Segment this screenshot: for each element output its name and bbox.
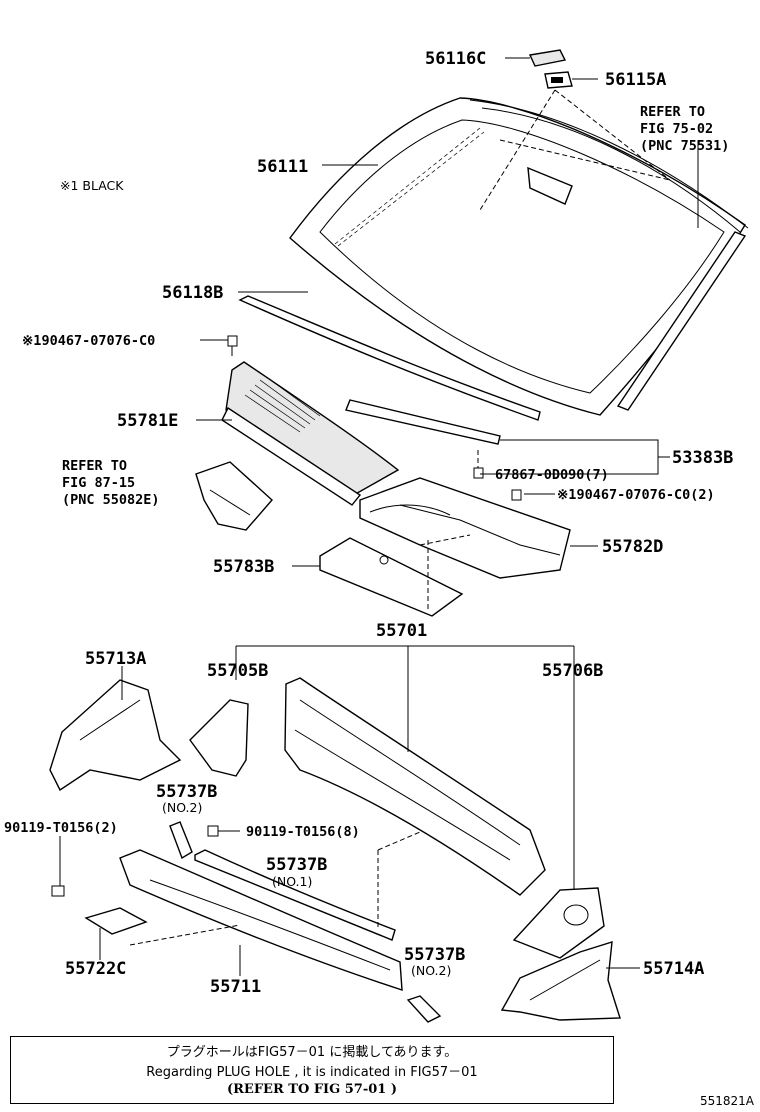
label-refer2-line3: (PNC 55082E) bbox=[62, 492, 160, 508]
clip-55737b-no2-lower bbox=[406, 995, 442, 1023]
label-55722c: 55722C bbox=[65, 959, 126, 979]
label-56111: 56111 bbox=[257, 157, 308, 177]
label-refer1-line1: REFER TO bbox=[640, 104, 705, 120]
bracket-55706b bbox=[512, 887, 605, 959]
label-56118b: 56118B bbox=[162, 283, 223, 303]
label-no2-b: (NO.2) bbox=[411, 963, 451, 978]
clip-55737b-no2-upper bbox=[169, 821, 193, 860]
windshield-molding bbox=[469, 99, 749, 233]
note-line-refer: (REFER TO FIG 57-01 ) bbox=[226, 1082, 398, 1097]
label-55705b: 55705B bbox=[207, 661, 268, 681]
label-55711: 55711 bbox=[210, 977, 261, 997]
bolt-90119-right bbox=[207, 825, 219, 837]
windshield-strip-56118b bbox=[238, 295, 541, 421]
mirror-base-56115a bbox=[544, 71, 573, 89]
label-55713a: 55713A bbox=[85, 649, 146, 669]
label-55781e: 55781E bbox=[117, 411, 178, 431]
bracket-55705b bbox=[189, 699, 249, 777]
clip-left bbox=[227, 335, 238, 356]
crossmember-55711 bbox=[119, 849, 403, 991]
bracket-55082e bbox=[195, 461, 273, 531]
nut-67867 bbox=[473, 450, 484, 479]
dash-panel-55701 bbox=[284, 677, 546, 896]
label-67867: 67867-0D090(7) bbox=[495, 467, 609, 483]
label-90119-left: 90119-T0156(2) bbox=[4, 820, 118, 836]
plug-hole-note: プラグホールはFIG57－01 に掲載してあります。 Regarding PLU… bbox=[10, 1036, 614, 1104]
label-56115a: 56115A bbox=[605, 70, 666, 90]
label-no1: (NO.1) bbox=[272, 874, 312, 889]
bolt-90119-left bbox=[51, 885, 65, 897]
label-55782d: 55782D bbox=[602, 537, 663, 557]
note-line-japanese: プラグホールはFIG57－01 に掲載してあります。 bbox=[166, 1045, 458, 1060]
side-panel-55714a bbox=[500, 941, 621, 1021]
label-90119-right: 90119-T0156(8) bbox=[246, 824, 360, 840]
label-refer2-line2: FIG 87-15 bbox=[62, 475, 135, 491]
cowl-panel-55782d bbox=[359, 477, 571, 579]
label-refer2-line1: REFER TO bbox=[62, 458, 127, 474]
side-panel-55713a bbox=[49, 679, 182, 792]
label-55737b-a: 55737B bbox=[156, 782, 217, 802]
cowl-louver-55781e bbox=[221, 361, 400, 506]
side-molding bbox=[616, 231, 747, 411]
clip-right bbox=[511, 489, 522, 501]
windshield-glass bbox=[289, 97, 746, 416]
label-clip-left: ※190467-07076-C0 bbox=[22, 333, 155, 349]
label-56116c: 56116C bbox=[425, 49, 486, 69]
leader-lines bbox=[59, 57, 699, 976]
bracket-55722c bbox=[84, 907, 148, 935]
note-line-english: Regarding PLUG HOLE , it is indicated in… bbox=[146, 1065, 478, 1080]
strip-55737b-no1 bbox=[194, 849, 396, 941]
label-55701: 55701 bbox=[376, 621, 427, 641]
label-clip-right: ※190467-07076-C0(2) bbox=[557, 487, 715, 503]
label-refer1-line2: FIG 75-02 bbox=[640, 121, 713, 137]
label-no2-a: (NO.2) bbox=[162, 800, 202, 815]
label-55737b-c: 55737B bbox=[404, 945, 465, 965]
cowl-panel-55783b bbox=[319, 537, 464, 617]
cowl-seal-53383b bbox=[345, 399, 501, 445]
label-black-note: ※1 BLACK bbox=[60, 178, 124, 193]
mirror-bracket-56116c bbox=[528, 49, 567, 67]
label-53383b: 53383B bbox=[672, 448, 733, 468]
label-refer1-line3: (PNC 75531) bbox=[640, 138, 729, 154]
figure-id: 551821A bbox=[699, 1094, 754, 1108]
label-55737b-b: 55737B bbox=[266, 855, 327, 875]
label-55783b: 55783B bbox=[213, 557, 274, 577]
label-55714a: 55714A bbox=[643, 959, 704, 979]
label-55706b: 55706B bbox=[542, 661, 603, 681]
